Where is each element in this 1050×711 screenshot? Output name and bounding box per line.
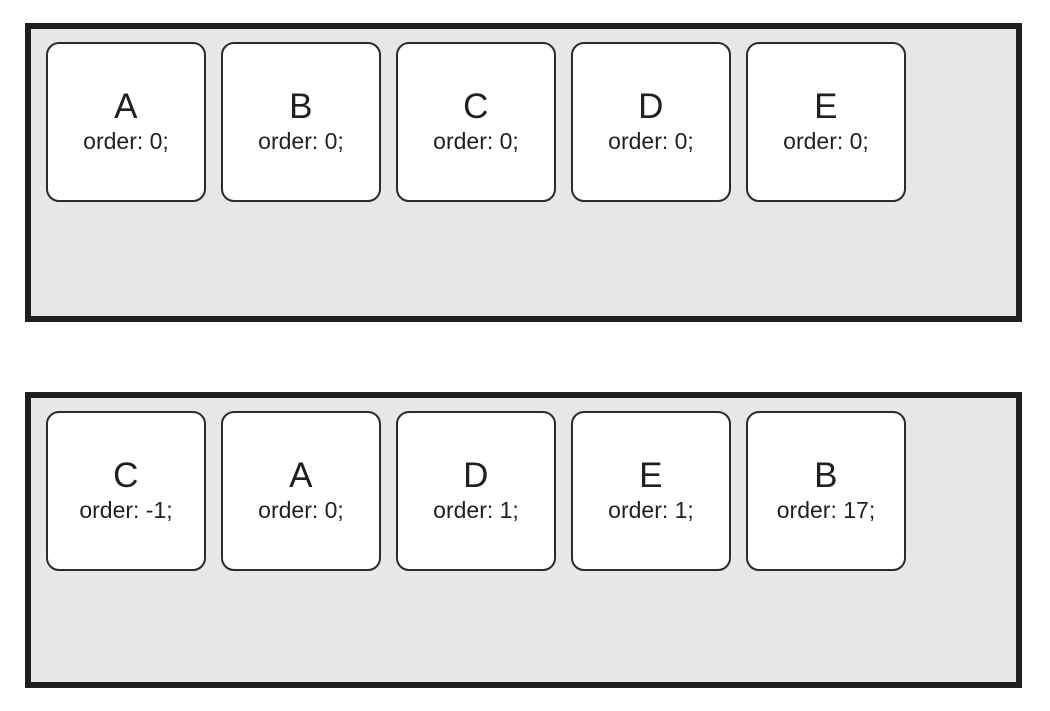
- flex-item-css-rule: order: 0;: [433, 128, 519, 155]
- flex-item-c: C order: 0;: [396, 42, 556, 202]
- flex-item-label: D: [638, 86, 664, 126]
- flex-container-modified-order: C order: -1; A order: 0; D order: 1; E o…: [25, 392, 1022, 688]
- flex-item-label: B: [814, 455, 838, 495]
- flex-item-css-rule: order: 1;: [433, 497, 519, 524]
- flex-item-d: D order: 1;: [396, 411, 556, 571]
- flex-item-label: E: [814, 86, 838, 126]
- flex-item-css-rule: order: 0;: [258, 497, 344, 524]
- flex-item-css-rule: order: 17;: [776, 497, 876, 524]
- flex-item-a: A order: 0;: [46, 42, 206, 202]
- flex-item-label: C: [463, 86, 489, 126]
- flex-item-css-rule: order: 0;: [608, 128, 694, 155]
- flex-item-label: D: [463, 455, 489, 495]
- flex-item-b: B order: 0;: [221, 42, 381, 202]
- flex-item-label: B: [289, 86, 313, 126]
- flex-item-label: A: [289, 455, 313, 495]
- flex-item-d: D order: 0;: [571, 42, 731, 202]
- flex-item-e: E order: 0;: [746, 42, 906, 202]
- flex-item-label: A: [114, 86, 138, 126]
- flex-item-c: C order: -1;: [46, 411, 206, 571]
- flex-item-css-rule: order: 0;: [783, 128, 869, 155]
- flex-item-css-rule: order: 0;: [258, 128, 344, 155]
- flex-item-css-rule: order: 0;: [83, 128, 169, 155]
- flex-item-css-rule: order: 1;: [608, 497, 694, 524]
- flex-item-e: E order: 1;: [571, 411, 731, 571]
- flex-item-b: B order: 17;: [746, 411, 906, 571]
- flex-item-a: A order: 0;: [221, 411, 381, 571]
- flex-item-css-rule: order: -1;: [79, 497, 173, 524]
- flex-container-source-order: A order: 0; B order: 0; C order: 0; D or…: [25, 23, 1022, 322]
- flex-item-label: E: [639, 455, 663, 495]
- flex-item-label: C: [113, 455, 139, 495]
